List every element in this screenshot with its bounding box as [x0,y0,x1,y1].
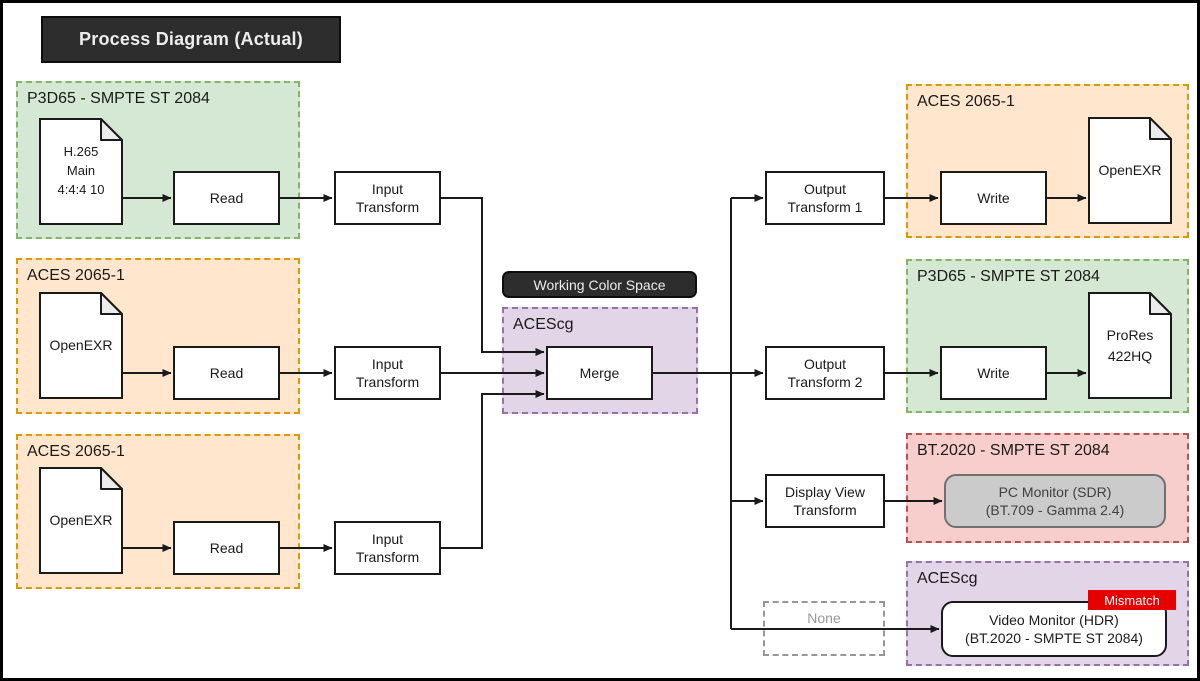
display-view-transform-node: Display View Transform [765,474,885,528]
working-color-space-label: Working Color Space [502,271,697,298]
input-transform-node-3: Input Transform [334,521,441,575]
node-label-line: Output [803,180,847,197]
monitor-label-line: Video Monitor (HDR) [989,611,1119,628]
mismatch-badge-text: Mismatch [1104,592,1160,608]
file-label: OpenEXR [39,467,123,574]
read-node-label: Read [209,539,244,556]
file-label-line: Main [66,163,96,179]
read-node-label: Read [209,189,244,206]
node-label-line: Output [803,355,847,372]
document-icon [1088,117,1172,224]
file-label: ProRes 422HQ [1088,292,1172,399]
mismatch-badge: Mismatch [1088,590,1176,610]
output-group-1-colorspace-label: ACES 2065-1 [917,93,1015,110]
none-node-label: None [807,610,841,626]
merge-node: Merge [546,346,653,400]
input-transform-node-2: Input Transform [334,346,441,400]
monitor-label-line: PC Monitor (SDR) [998,483,1112,500]
input-group-2-colorspace-label: ACES 2065-1 [27,267,125,284]
node-label-line: Transform [793,502,857,518]
node-label-line: Input [371,530,404,547]
file-icon-openexr-in-1: OpenEXR [39,292,123,399]
pc-monitor-node: PC Monitor (SDR) (BT.709 - Gamma 2.4) [944,474,1166,528]
node-label-line: Transform [355,199,420,215]
none-transform-node: None [763,601,885,656]
document-icon [39,118,123,225]
file-label-line: OpenEXR [49,337,113,354]
edge-it1-merge [441,197,545,356]
merge-node-label: Merge [579,364,620,381]
file-label-line: OpenEXR [49,512,113,529]
read-node-1: Read [173,171,280,225]
file-label: OpenEXR [39,292,123,399]
input-group-3-colorspace-label: ACES 2065-1 [27,443,125,460]
working-color-space-text: Working Color Space [533,276,666,293]
write-node-label: Write [977,364,1010,381]
file-label-line: OpenEXR [1098,162,1162,179]
read-node-2: Read [173,346,280,400]
monitor-label-line: (BT.2020 - SMPTE ST 2084) [965,630,1143,646]
write-node-1: Write [940,171,1047,225]
document-icon [39,467,123,574]
file-label-line: 4:4:4 10 [57,181,105,197]
read-node-label: Read [209,364,244,381]
file-label-line: ProRes [1106,327,1154,344]
output-group-4-colorspace-label: ACEScg [917,570,978,587]
write-node-label: Write [977,189,1010,206]
file-icon-h265: H.265 Main 4:4:4 10 [39,118,123,225]
input-transform-node-1: Input Transform [334,171,441,225]
node-label-line: Input [371,180,404,197]
node-label-line: Display View [785,483,865,500]
document-icon [39,292,123,399]
file-icon-openexr-in-2: OpenEXR [39,467,123,574]
write-node-2: Write [940,346,1047,400]
document-icon [1088,292,1172,399]
video-monitor-node: Video Monitor (HDR) (BT.2020 - SMPTE ST … [941,601,1167,657]
page-title: Process Diagram (Actual) [41,16,341,63]
file-icon-prores: ProRes 422HQ [1088,292,1172,399]
input-group-1-colorspace-label: P3D65 - SMPTE ST 2084 [27,90,210,107]
file-icon-openexr-out: OpenEXR [1088,117,1172,224]
read-node-3: Read [173,521,280,575]
file-label-line: H.265 [63,144,99,160]
file-label: OpenEXR [1088,117,1172,224]
output-group-3-colorspace-label: BT.2020 - SMPTE ST 2084 [917,442,1110,459]
edge-it3-merge [441,390,545,549]
file-label-line: 422HQ [1107,347,1153,364]
output-transform-1-node: Output Transform 1 [765,171,885,225]
node-label-line: Transform [355,549,420,565]
output-transform-2-node: Output Transform 2 [765,346,885,400]
node-label-line: Transform 1 [787,199,863,215]
output-group-2-colorspace-label: P3D65 - SMPTE ST 2084 [917,268,1100,285]
connector-lines [123,194,1087,633]
node-label-line: Transform 2 [787,374,863,390]
monitor-label-line: (BT.709 - Gamma 2.4) [985,502,1125,518]
node-label-line: Transform [355,374,420,390]
page-title-text: Process Diagram (Actual) [79,29,303,49]
file-label: H.265 Main 4:4:4 10 [39,118,123,225]
node-label-line: Input [371,355,404,372]
merge-group-colorspace-label: ACEScg [513,316,574,333]
